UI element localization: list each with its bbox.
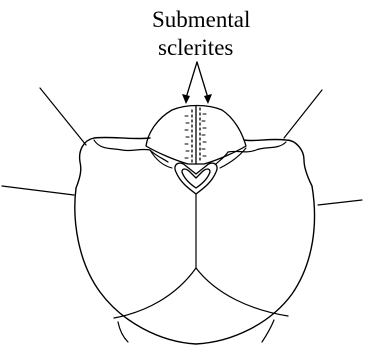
antennae (40, 88, 322, 145)
submental-sclerites (146, 106, 246, 165)
label-submental: Submental (152, 7, 250, 32)
gular-notch (175, 163, 217, 194)
head-capsule-outline (75, 137, 315, 344)
lower-lobes (114, 268, 288, 342)
side-appendages (2, 186, 362, 205)
pointer-arrows (182, 62, 212, 104)
label-sclerites: sclerites (158, 35, 233, 60)
right-shoulder-edge (216, 142, 286, 164)
